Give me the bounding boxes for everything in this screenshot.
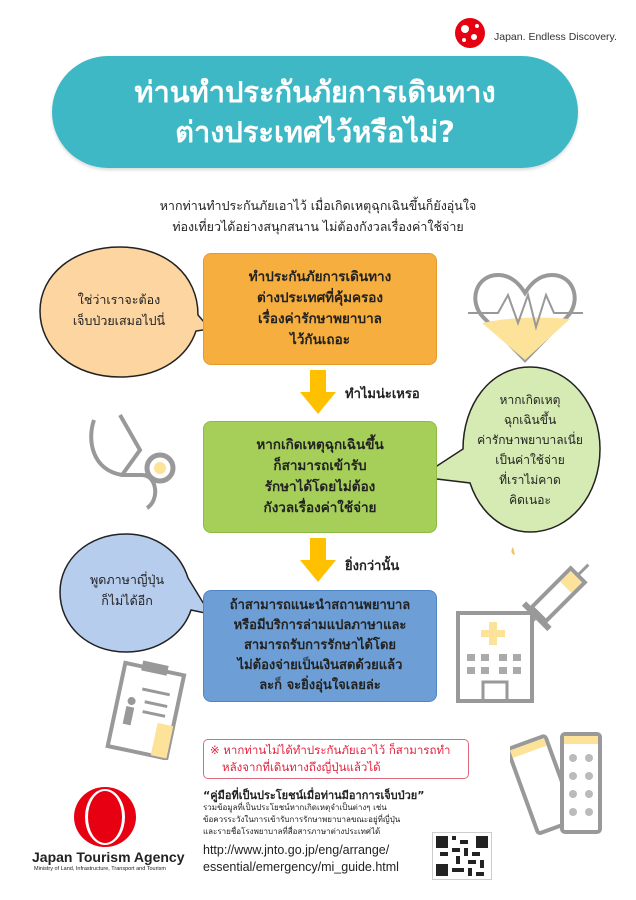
url-line: http://www.jnto.go.jp/eng/arrange/ — [203, 843, 390, 857]
speech-bubble-orange: ใช่ว่าเราจะต้อง เจ็บป่วยเสมอไปนี่ — [44, 260, 194, 360]
step-box-emergency: หากเกิดเหตุฉุกเฉินขึ้น ก็สามารถเข้ารับ ร… — [203, 421, 437, 533]
hospital-icon — [456, 611, 534, 703]
bubble-line: เป็นค่าใช้จ่าย — [495, 453, 565, 467]
agency-name: Japan Tourism Agency — [32, 849, 185, 865]
note-line: หลังจากที่เดินทางถึงญี่ปุ่นแล้วได้ — [222, 760, 381, 774]
step-line: ต่างประเทศที่คุ้มครอง — [257, 290, 383, 306]
pills-icon — [510, 732, 602, 835]
step-line: ก็สามารถเข้ารับ — [273, 458, 367, 474]
jta-logo — [74, 787, 136, 847]
guide-url-link[interactable]: http://www.jnto.go.jp/eng/arrange/ essen… — [203, 842, 399, 876]
bubble-orange-shape — [39, 246, 212, 378]
bubble-line: ใช่ว่าเราจะต้อง — [77, 292, 161, 307]
bubble-line: คิดเนอะ — [509, 493, 551, 507]
bubble-line: เจ็บป่วยเสมอไปนี่ — [72, 313, 166, 328]
bubble-line: ค่ารักษาพยาบาลเนี่ย — [477, 433, 583, 447]
step-line: หากเกิดเหตุฉุกเฉินขึ้น — [256, 437, 384, 453]
title-line-1: ท่านทำประกันภัยการเดินทาง — [134, 75, 496, 109]
guide-title: “คู่มือที่เป็นประโยชน์เมื่อท่านมีอาการเจ… — [203, 789, 425, 802]
guide-description: รวมข้อมูลที่เป็นประโยชน์หากเกิดเหตุจำเป็… — [203, 802, 433, 838]
step-box-services: ถ้าสามารถแนะนำสถานพยาบาล หรือมีบริการล่า… — [203, 590, 437, 702]
agency-ministry: Ministry of Land, Infrastructure, Transp… — [34, 866, 166, 872]
bubble-blue-shape — [59, 533, 212, 653]
bubble-line: หากเกิดเหตุ — [499, 393, 561, 407]
speech-bubble-green: หากเกิดเหตุ ฉุกเฉินขึ้น ค่ารักษาพยาบาลเน… — [455, 372, 605, 528]
bubble-line: ฉุกเฉินขึ้น — [503, 413, 557, 427]
title-line-2: ต่างประเทศไว้หรือไม่? — [175, 115, 455, 149]
title-banner: ท่านทำประกันภัยการเดินทาง ต่างประเทศไว้ห… — [52, 56, 578, 168]
bubble-line: พูดภาษาญี่ปุ่น — [89, 572, 164, 587]
note-line: ※ หากท่านไม่ได้ทำประกันภัยเอาไว้ ก็สามาร… — [210, 743, 451, 757]
intro-line: ท่องเที่ยวได้อย่างสนุกสนาน ไม่ต้องกังวลเ… — [172, 219, 464, 234]
bubble-line: ที่เราไม่คาด — [499, 473, 561, 487]
step-line: ไว้กันเถอะ — [290, 332, 350, 348]
step-line: กังวลเรื่องค่าใช้จ่าย — [263, 500, 377, 516]
step-line: เรื่องค่ารักษาพยาบาล — [258, 311, 382, 327]
step-line: ทำประกันภัยการเดินทาง — [248, 269, 392, 285]
qr-code-pattern — [436, 836, 488, 876]
arrow-down-icon — [300, 370, 336, 414]
intro-text: หากท่านทำประกันภัยเอาไว้ เมื่อเกิดเหตุฉุ… — [0, 195, 636, 237]
step-box-insurance: ทำประกันภัยการเดินทาง ต่างประเทศที่คุ้มค… — [203, 253, 437, 365]
brand-tagline: Japan. Endless Discovery. — [494, 31, 617, 43]
arrow-label-moreover: ยิ่งกว่านั้น — [345, 559, 400, 574]
step-line: สามารถรับการรักษาได้โดย — [243, 638, 397, 653]
guide-desc-line: และรายชื่อโรงพยาบาลที่สื่อสารภาษาต่างประ… — [203, 827, 381, 836]
guide-desc-line: รวมข้อมูลที่เป็นประโยชน์หากเกิดเหตุจำเป็… — [203, 803, 387, 812]
guide-desc-line: ข้อควรระวังในการเข้ารับการรักษาพยาบาลขณะ… — [203, 815, 401, 824]
step-line: หรือมีบริการล่ามแปลภาษาและ — [233, 618, 407, 633]
speech-bubble-blue: พูดภาษาญี่ปุ่น ก็ไม่ได้อีก — [62, 550, 192, 630]
qr-code[interactable] — [432, 832, 492, 880]
arrow-down-icon — [300, 538, 336, 582]
bubble-line: ก็ไม่ได้อีก — [101, 593, 153, 608]
arrow-label-why: ทำไมน่ะเหรอ — [345, 387, 420, 402]
url-line: essential/emergency/mi_guide.html — [203, 860, 399, 874]
clipboard-icon — [105, 660, 187, 760]
intro-line: หากท่านทำประกันภัยเอาไว้ เมื่อเกิดเหตุฉุ… — [159, 198, 477, 213]
step-line: รักษาได้โดยไม่ต้อง — [264, 479, 376, 495]
stethoscope-icon — [89, 414, 176, 510]
japan-flower-logo — [455, 18, 485, 48]
heart-monitor-icon — [468, 272, 583, 363]
step-line: ถ้าสามารถแนะนำสถานพยาบาล — [229, 598, 411, 613]
step-line: ไม่ต้องจ่ายเป็นเงินสดด้วยแล้ว — [237, 658, 403, 673]
late-insurance-note: ※ หากท่านไม่ได้ทำประกันภัยเอาไว้ ก็สามาร… — [203, 739, 469, 779]
bubble-green-shape — [417, 366, 601, 533]
step-line: ละก็ จะยิ่งอุ่นใจเลยล่ะ — [259, 678, 381, 693]
